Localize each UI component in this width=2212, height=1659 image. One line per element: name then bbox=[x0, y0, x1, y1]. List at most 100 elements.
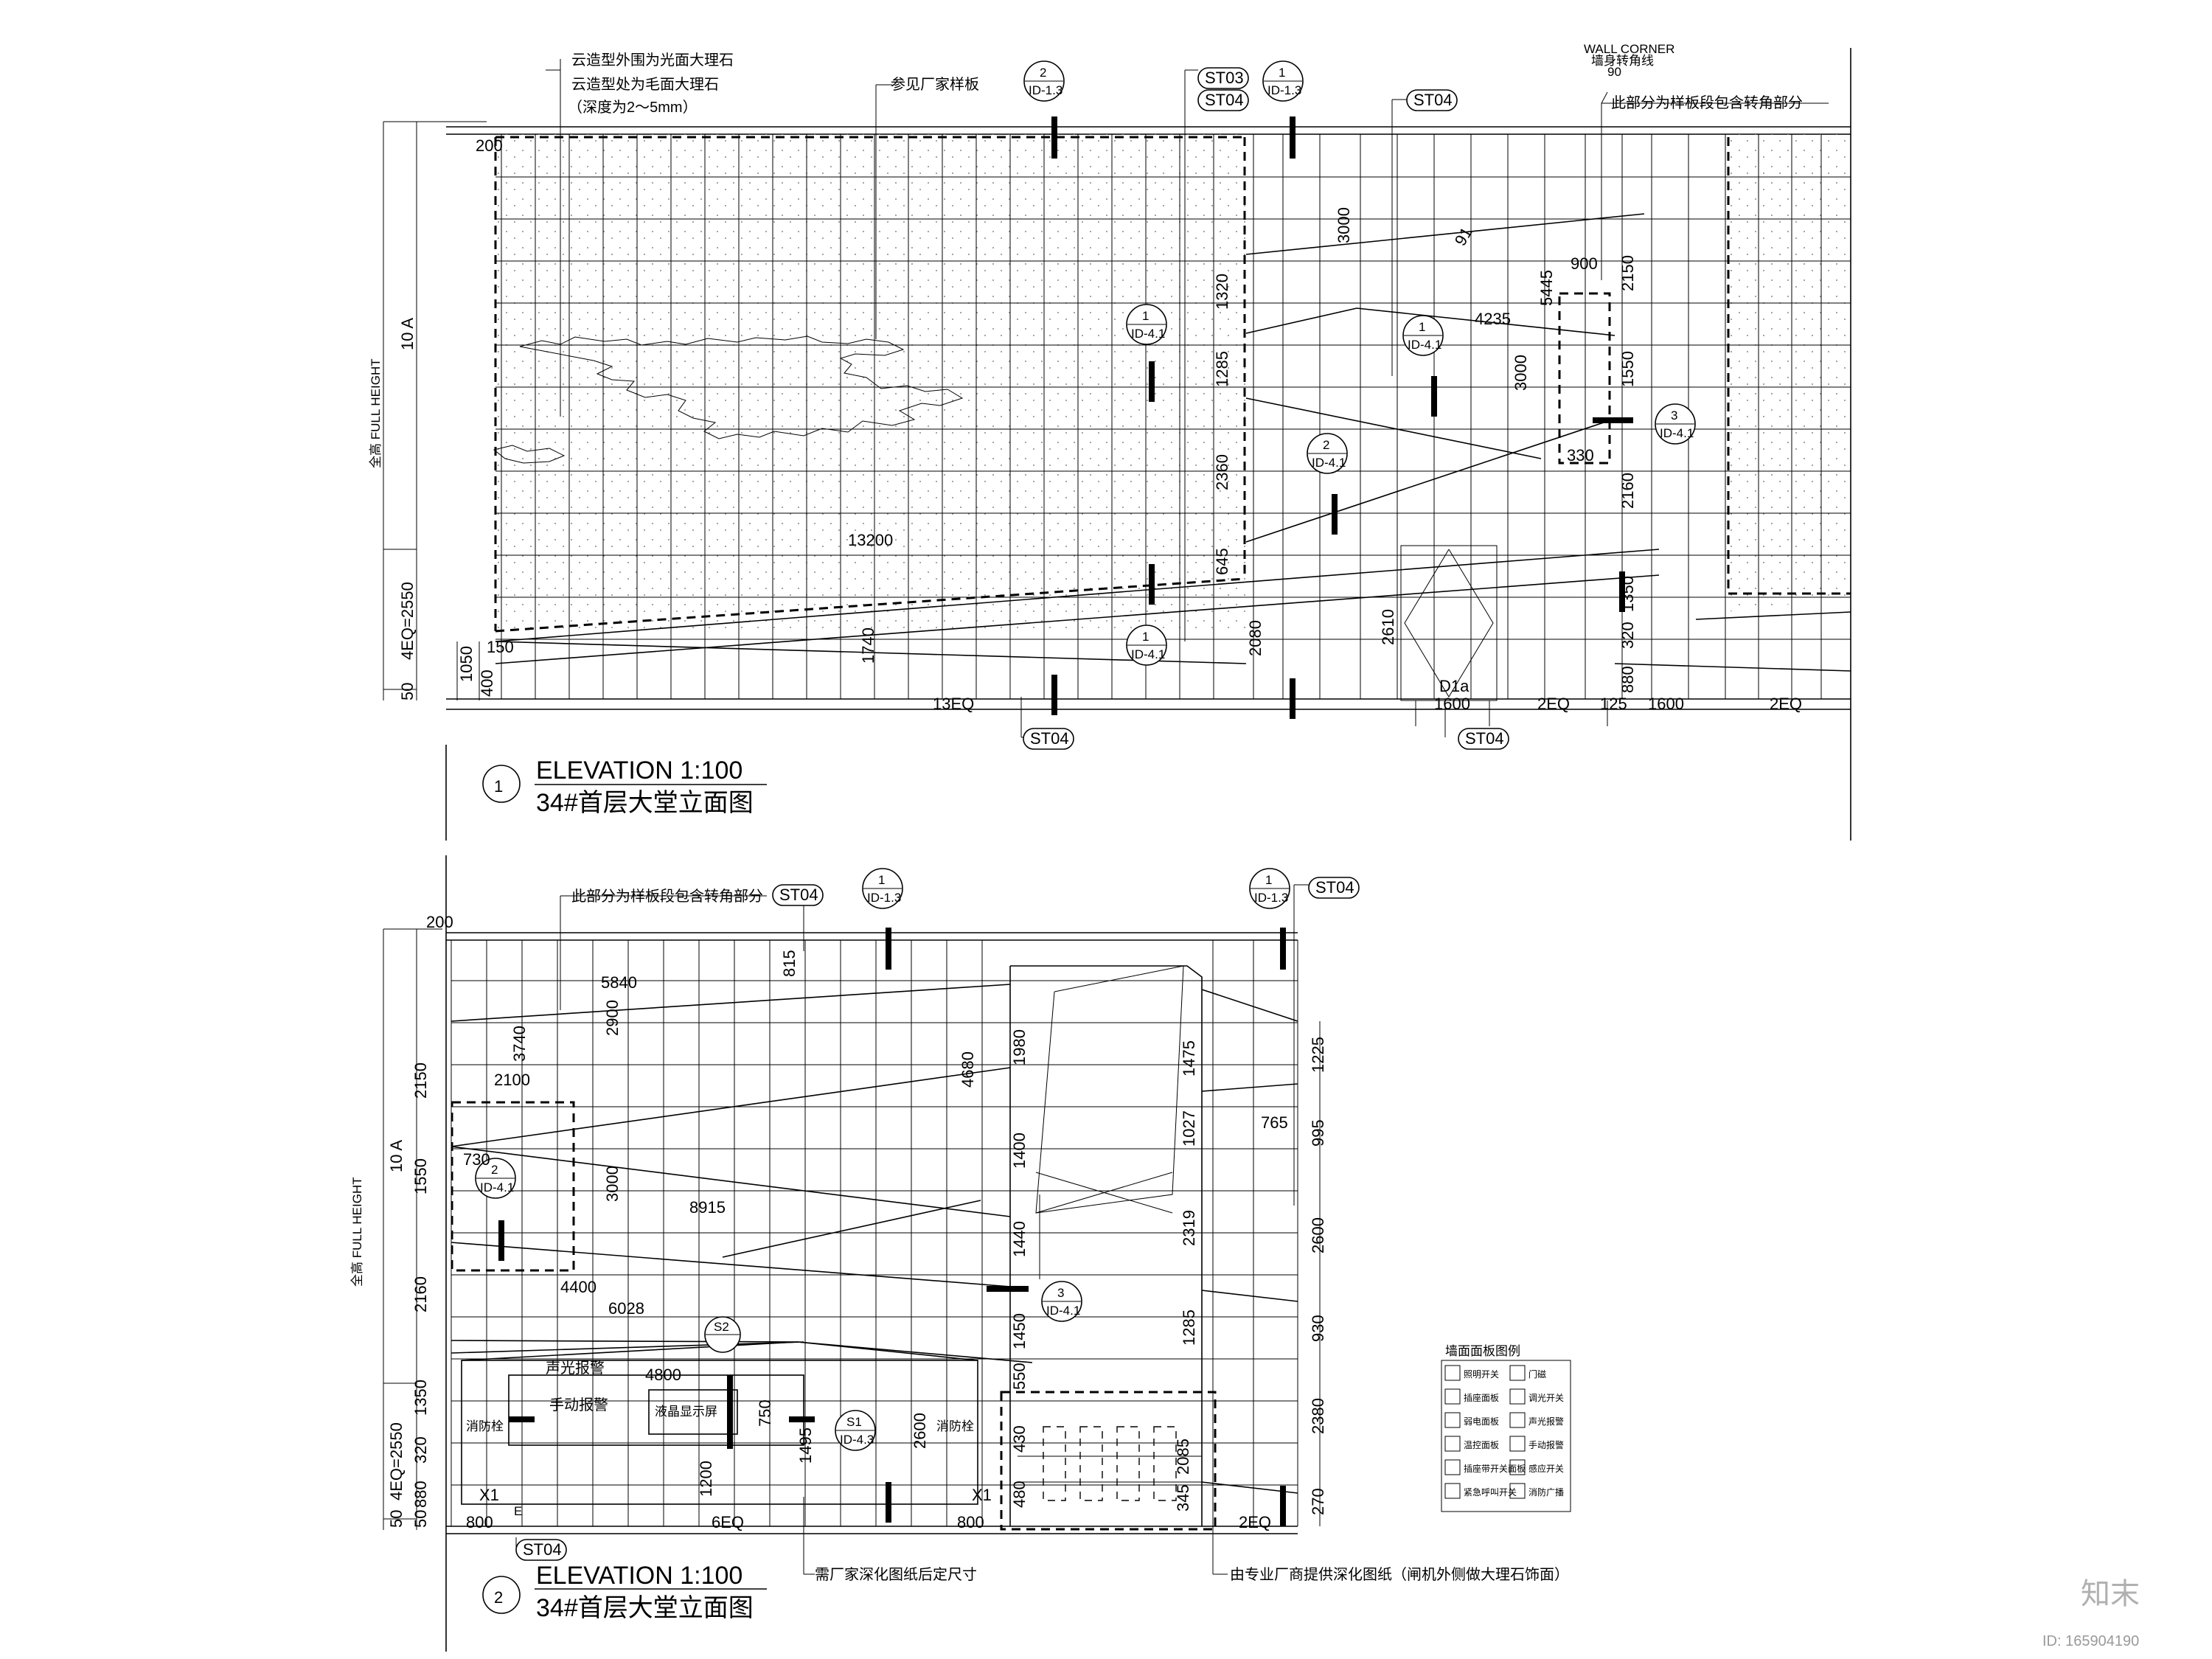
marble-panel-right bbox=[1725, 134, 1851, 612]
svg-text:880: 880 bbox=[1618, 666, 1637, 693]
svg-text:1350: 1350 bbox=[1618, 576, 1637, 612]
svg-text:2EQ: 2EQ bbox=[1770, 695, 1802, 713]
svg-text:3000: 3000 bbox=[603, 1166, 622, 1202]
note-gate: 由专业厂商提供深化图纸（闸机外侧做大理石饰面） bbox=[1230, 1566, 1569, 1583]
legend-symbol bbox=[1509, 1388, 1526, 1405]
elevation-1-drawing bbox=[383, 48, 1851, 841]
svg-text:1440: 1440 bbox=[1010, 1221, 1029, 1257]
tag-st04-bottom-2: ST04 bbox=[515, 1539, 567, 1561]
svg-text:995: 995 bbox=[1309, 1119, 1327, 1147]
svg-text:ST04: ST04 bbox=[1413, 91, 1453, 109]
svg-text:1: 1 bbox=[878, 873, 885, 887]
door-d1a bbox=[1400, 545, 1498, 701]
tag-st04-bottom: ST04 bbox=[1023, 728, 1074, 750]
elevation-2-subtitle: 34#首层大堂立面图 bbox=[536, 1594, 754, 1622]
gate-detail-box bbox=[1000, 1391, 1217, 1531]
svg-text:ID-4.1: ID-4.1 bbox=[1131, 327, 1165, 341]
svg-text:ID-1.3: ID-1.3 bbox=[1029, 83, 1062, 97]
marble-panel-left bbox=[493, 134, 1248, 634]
svg-text:50: 50 bbox=[411, 1510, 430, 1528]
svg-text:1225: 1225 bbox=[1309, 1037, 1327, 1073]
tag-st04-door: ST04 bbox=[1458, 728, 1509, 750]
svg-text:ID-4.1: ID-4.1 bbox=[1131, 647, 1165, 661]
svg-text:13EQ: 13EQ bbox=[933, 695, 974, 713]
callout-3-id4.1-2: 3 ID-4.1 bbox=[1041, 1281, 1082, 1322]
svg-text:50: 50 bbox=[398, 683, 417, 700]
legend-symbol bbox=[1444, 1365, 1461, 1381]
label-alarm-manual: 手动报警 bbox=[549, 1397, 608, 1413]
legend: 墙面面板图例 照明开关门磁插座面板调光开关弱电面板声光报警温控面板手动报警插座带… bbox=[1441, 1344, 1571, 1512]
svg-text:ST04: ST04 bbox=[1315, 878, 1354, 897]
elevation-1-number: 1 bbox=[494, 777, 503, 796]
svg-text:1495: 1495 bbox=[796, 1427, 815, 1464]
svg-text:10 A: 10 A bbox=[398, 318, 417, 350]
svg-text:1285: 1285 bbox=[1213, 351, 1231, 387]
svg-text:645: 645 bbox=[1213, 548, 1231, 575]
svg-text:2600: 2600 bbox=[1309, 1217, 1327, 1253]
svg-text:2380: 2380 bbox=[1309, 1398, 1327, 1434]
svg-text:480: 480 bbox=[1010, 1481, 1029, 1508]
elevation-2-labels: 此部分为样板段包含转角部分 需厂家深化图纸后定尺寸 由专业厂商提供深化图纸（闸机… bbox=[350, 868, 1569, 1622]
callout-1-id4.1-a: 1 ID-4.1 bbox=[1126, 304, 1167, 345]
svg-text:3000: 3000 bbox=[1512, 355, 1530, 391]
svg-text:3740: 3740 bbox=[510, 1026, 529, 1062]
legend-label: 插座带开关面板 bbox=[1464, 1463, 1526, 1474]
elevation-2-title: ELEVATION 1:100 bbox=[536, 1562, 742, 1590]
callout-1-id1.3-2a: 1 ID-1.3 bbox=[862, 868, 903, 909]
legend-label: 门磁 bbox=[1528, 1368, 1546, 1380]
legend-symbol bbox=[1509, 1365, 1526, 1381]
svg-text:900: 900 bbox=[1571, 254, 1598, 273]
svg-text:8915: 8915 bbox=[689, 1198, 726, 1217]
svg-text:1980: 1980 bbox=[1010, 1029, 1029, 1065]
svg-text:10 A: 10 A bbox=[387, 1140, 406, 1172]
watermark: 知末 ID: 165904190 bbox=[2042, 1577, 2140, 1649]
label-alarm-sound: 声光报警 bbox=[546, 1360, 605, 1377]
svg-text:2150: 2150 bbox=[411, 1062, 430, 1099]
svg-text:430: 430 bbox=[1010, 1425, 1029, 1453]
svg-text:765: 765 bbox=[1261, 1113, 1288, 1132]
svg-text:1050: 1050 bbox=[457, 646, 476, 682]
svg-text:200: 200 bbox=[476, 136, 503, 155]
svg-text:1600: 1600 bbox=[1648, 695, 1684, 713]
svg-text:ST03: ST03 bbox=[1205, 69, 1244, 87]
svg-text:200: 200 bbox=[426, 913, 453, 931]
svg-text:50: 50 bbox=[387, 1510, 406, 1528]
svg-text:ST04: ST04 bbox=[523, 1540, 562, 1559]
callout-1-id1.3-2b: 1 ID-1.3 bbox=[1249, 868, 1290, 909]
svg-text:750: 750 bbox=[756, 1399, 774, 1427]
tag-st03: ST03 bbox=[1197, 67, 1249, 89]
svg-text:1320: 1320 bbox=[1213, 274, 1231, 310]
svg-text:3: 3 bbox=[1057, 1286, 1064, 1300]
svg-text:550: 550 bbox=[1010, 1363, 1029, 1390]
svg-text:1450: 1450 bbox=[1010, 1313, 1029, 1349]
legend-symbol bbox=[1444, 1436, 1461, 1452]
svg-text:ST04: ST04 bbox=[1465, 729, 1504, 748]
elevation-1-subtitle: 34#首层大堂立面图 bbox=[536, 789, 754, 817]
legend-label: 照明开关 bbox=[1464, 1369, 1499, 1380]
watermark-logo: 知末 bbox=[2081, 1577, 2140, 1611]
note-corner-part-2: 此部分为样板段包含转角部分 bbox=[571, 888, 763, 905]
svg-text:2160: 2160 bbox=[1618, 473, 1637, 509]
elevation-1-labels: 云造型外围为光面大理石 云造型处为毛面大理石 （深度为2～5mm） 参见厂家样板… bbox=[369, 42, 1803, 817]
label-e: E bbox=[514, 1504, 522, 1518]
note-factory-size: 需厂家深化图纸后定尺寸 bbox=[815, 1566, 977, 1583]
legend-label: 调光开关 bbox=[1528, 1393, 1564, 1403]
tag-st04-right: ST04 bbox=[1406, 89, 1458, 111]
svg-text:1027: 1027 bbox=[1180, 1110, 1198, 1147]
label-x1-left: X1 bbox=[479, 1486, 499, 1504]
svg-text:ID-4.1: ID-4.1 bbox=[1312, 456, 1346, 470]
svg-text:2150: 2150 bbox=[1618, 255, 1637, 291]
svg-text:全高 FULL HEIGHT: 全高 FULL HEIGHT bbox=[350, 1177, 364, 1287]
svg-text:1400: 1400 bbox=[1010, 1133, 1029, 1169]
legend-symbol bbox=[1444, 1459, 1461, 1475]
tag-st04-right-2: ST04 bbox=[1308, 877, 1360, 899]
svg-text:ST04: ST04 bbox=[779, 886, 818, 904]
watermark-id: ID: 165904190 bbox=[2042, 1633, 2139, 1649]
svg-text:4800: 4800 bbox=[645, 1366, 681, 1384]
note-cloud-1: 云造型外围为光面大理石 bbox=[571, 52, 734, 69]
svg-text:2085: 2085 bbox=[1174, 1439, 1192, 1475]
svg-text:3000: 3000 bbox=[1335, 207, 1353, 243]
svg-text:1: 1 bbox=[1265, 873, 1272, 887]
svg-text:6EQ: 6EQ bbox=[712, 1513, 744, 1531]
legend-label: 声光报警 bbox=[1528, 1416, 1564, 1427]
